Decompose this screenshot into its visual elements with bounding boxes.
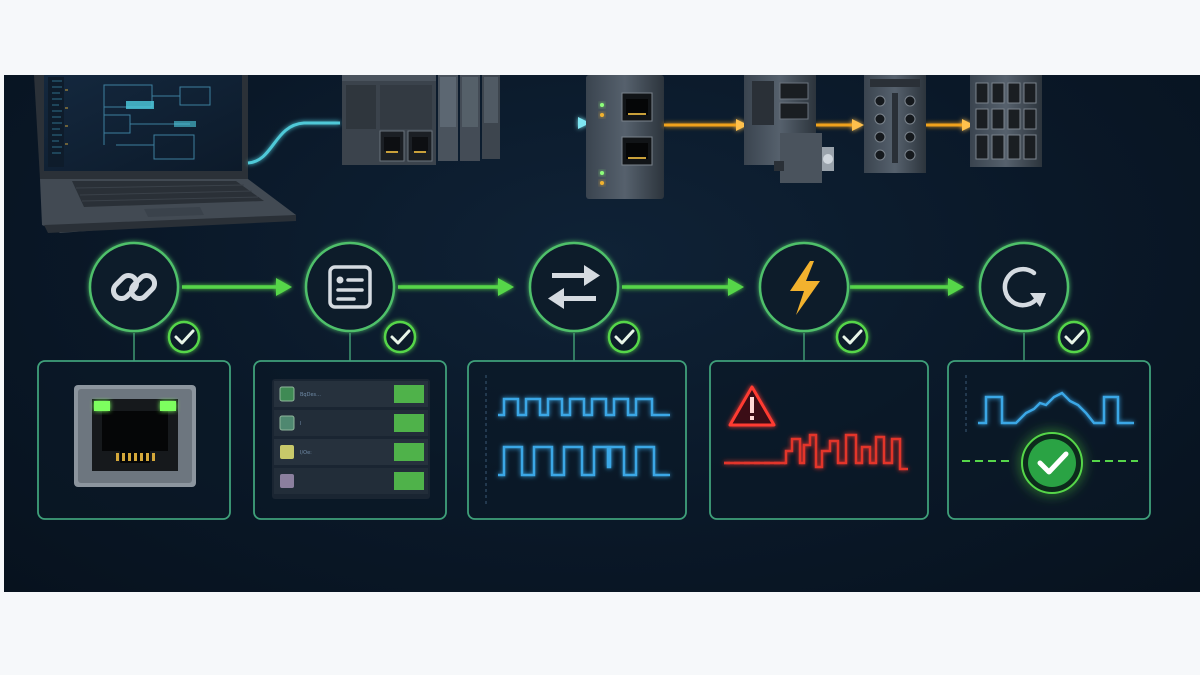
plc-controller xyxy=(342,75,500,165)
module-row: BqDes... xyxy=(274,381,428,407)
network-cable-cyan xyxy=(247,121,340,165)
signal-waveforms-panel xyxy=(485,375,670,505)
servo-drive xyxy=(744,75,834,183)
check-badge-icon xyxy=(835,320,869,354)
check-badge-icon xyxy=(167,320,201,354)
square-wave-top xyxy=(498,397,670,417)
success-check-icon xyxy=(1021,432,1083,494)
ethernet-port-panel xyxy=(74,385,196,487)
stage-connect xyxy=(88,241,201,354)
fault-waveform-panel xyxy=(724,385,908,471)
module-row-label: I/Oe: xyxy=(300,450,312,456)
module-row: I/Oe: xyxy=(274,439,428,465)
stage-connectors xyxy=(133,333,1025,361)
stage-exchange xyxy=(528,241,641,354)
stage-configure xyxy=(304,241,417,354)
lightning-icon xyxy=(790,261,820,315)
fault-signal xyxy=(724,433,908,471)
fieldbus-cables-orange xyxy=(664,119,974,131)
module-row: I xyxy=(274,410,428,436)
module-row-label: I xyxy=(300,421,301,427)
laptop xyxy=(34,75,296,233)
io-module-2 xyxy=(970,75,1042,167)
form-icon xyxy=(328,265,372,309)
flow-arrows xyxy=(182,278,964,296)
diagram-panel: BqDes... I I/Oe: xyxy=(4,75,1200,592)
check-badge-icon xyxy=(383,320,417,354)
check-badge-icon xyxy=(607,320,641,354)
refresh-icon xyxy=(1002,267,1046,308)
cable-arrow-cyan xyxy=(578,117,590,129)
square-wave-bottom xyxy=(498,445,670,477)
module-row-label: BqDes... xyxy=(300,392,321,398)
network-switch xyxy=(586,75,664,199)
recovered-waveform-panel xyxy=(962,375,1138,494)
io-module-1 xyxy=(864,75,926,173)
recovered-signal xyxy=(978,391,1134,425)
warning-icon xyxy=(728,385,776,427)
stage-fault xyxy=(758,241,869,354)
module-list-panel: BqDes... I I/Oe: xyxy=(272,379,430,499)
link-icon xyxy=(110,272,158,302)
exchange-arrows-icon xyxy=(548,265,600,309)
module-row xyxy=(274,468,428,494)
panel-frames xyxy=(37,360,1151,520)
stage-recover xyxy=(978,241,1091,354)
check-badge-icon xyxy=(1057,320,1091,354)
